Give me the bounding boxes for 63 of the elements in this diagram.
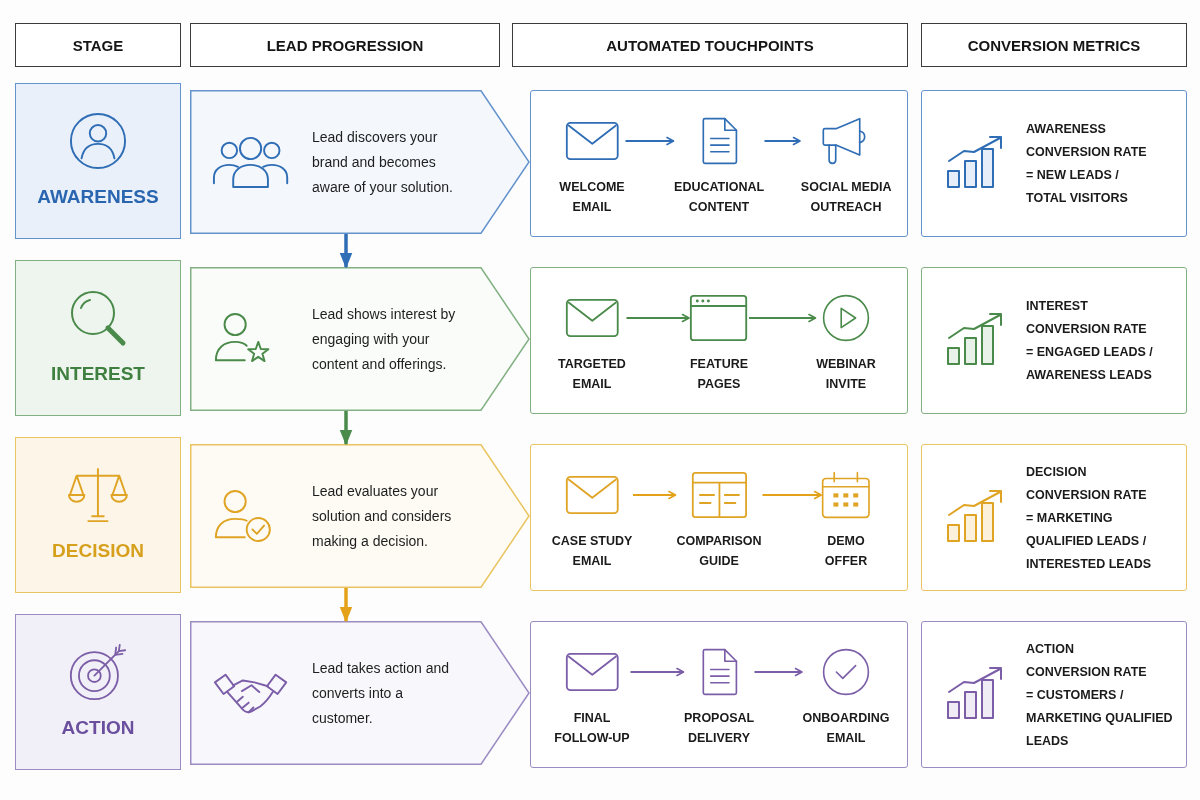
chevron-banner <box>190 267 530 411</box>
column-header: AUTOMATED TOUCHPOINTS <box>606 36 814 54</box>
metric-name: DECISION CONVERSION RATE <box>1026 463 1148 503</box>
column-header: CONVERSION METRICS <box>967 36 1141 54</box>
arrow <box>632 490 677 500</box>
arrow <box>753 667 803 677</box>
metric-name: AWARENESS CONVERSION RATE <box>1026 120 1148 161</box>
metric-formula: = MARKETING QUALIFIED LEADS / INTERESTED LEADS <box>1026 509 1152 572</box>
touchpoint-label: SOCIAL MEDIA OUTREACH <box>800 179 892 216</box>
touchpoint-label: WEBINAR INVITE <box>815 356 877 393</box>
chevron-banner <box>190 90 530 234</box>
touchpoint-label: FEATURE PAGES <box>689 356 749 393</box>
arrow <box>624 136 675 146</box>
touchpoint-label: WELCOME EMAIL <box>558 179 626 216</box>
metric-name: INTEREST CONVERSION RATE <box>1026 297 1148 338</box>
stage-card <box>15 437 181 593</box>
stage-card <box>15 260 181 416</box>
touchpoint-panel <box>530 267 908 414</box>
arrow <box>763 136 801 146</box>
touchpoint-label: EDUCATIONAL CONTENT <box>673 179 765 216</box>
touchpoint-label: ONBOARDING EMAIL <box>802 710 890 747</box>
column-header-box <box>190 23 500 67</box>
stage-description: Lead takes action and converts into a customer. <box>312 658 450 728</box>
column-header-box <box>512 23 908 67</box>
arrow <box>339 588 353 623</box>
arrow <box>339 234 353 269</box>
touchpoint-panel <box>530 621 908 768</box>
stage-card <box>15 83 181 239</box>
metric-card <box>921 621 1187 768</box>
metric-card <box>921 90 1187 237</box>
arrow <box>339 411 353 446</box>
stage-label: INTEREST <box>51 363 145 385</box>
chevron-banner <box>190 444 530 588</box>
metric-formula: = NEW LEADS / TOTAL VISITORS <box>1026 166 1129 207</box>
stage-label: DECISION <box>52 540 144 562</box>
column-header: LEAD PROGRESSION <box>266 36 424 54</box>
metric-formula: = CUSTOMERS / MARKETING QUALIFIED LEADS <box>1026 686 1174 749</box>
metric-card <box>921 444 1187 591</box>
stage-description: Lead shows interest by engaging with your content and offerings. <box>312 304 457 374</box>
stage-label: ACTION <box>61 717 135 739</box>
chevron-banner <box>190 621 530 765</box>
column-header-box <box>15 23 181 67</box>
touchpoint-label: COMPARISON GUIDE <box>675 533 763 570</box>
arrow <box>761 490 823 500</box>
stage-card <box>15 614 181 770</box>
touchpoint-label: TARGETED EMAIL <box>557 356 627 393</box>
touchpoint-label: DEMO OFFER <box>824 533 868 570</box>
stage-label: AWARENESS <box>37 186 159 208</box>
touchpoint-panel <box>530 90 908 237</box>
arrow <box>625 313 690 323</box>
arrow <box>748 313 817 323</box>
stage-description: Lead discovers your brand and becomes aware of your solution. <box>312 127 454 197</box>
touchpoint-label: CASE STUDY EMAIL <box>551 533 633 570</box>
stage-description: Lead evaluates your solution and considers making a decision. <box>312 481 453 551</box>
column-header-box <box>921 23 1187 67</box>
metric-card <box>921 267 1187 414</box>
touchpoint-panel <box>530 444 908 591</box>
column-header: STAGE <box>72 36 124 54</box>
touchpoint-label: PROPOSAL DELIVERY <box>683 710 755 747</box>
metric-formula: = ENGAGED LEADS / AWARENESS LEADS <box>1026 343 1154 384</box>
arrow <box>629 667 685 677</box>
touchpoint-label: FINAL FOLLOW-UP <box>553 710 631 747</box>
metric-name: ACTION CONVERSION RATE <box>1026 640 1148 680</box>
